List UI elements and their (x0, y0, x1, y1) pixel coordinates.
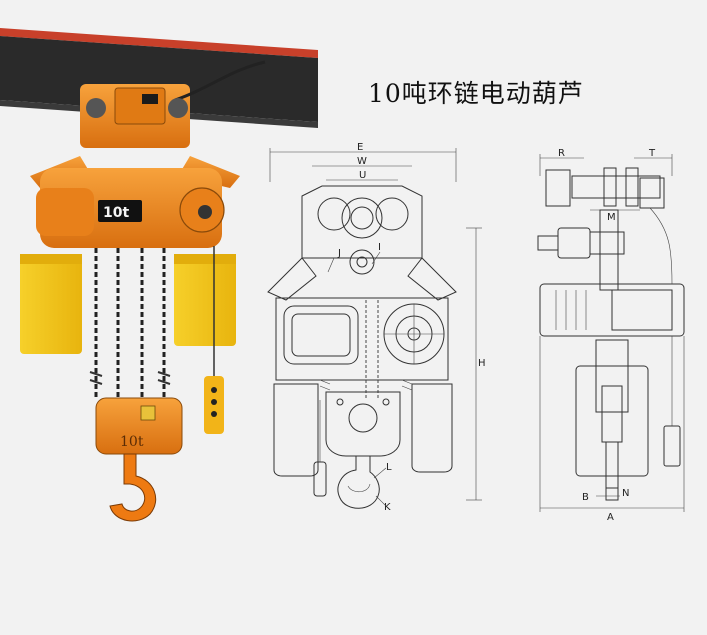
hoist-photo: 10t 10t (20, 60, 266, 522)
dim-i: I (378, 242, 381, 253)
dim-a: A (607, 512, 614, 523)
hook-block-label: 10t (120, 434, 144, 450)
dim-u: U (359, 170, 366, 181)
dim-e: E (357, 142, 363, 153)
page-title: 10吨环链电动葫芦 (368, 79, 584, 108)
side-view-drawing: R T M B (537, 148, 685, 523)
capacity-plate-label: 10t (103, 205, 129, 221)
left-chain-bag (20, 254, 82, 354)
dim-t: T (648, 148, 656, 159)
hook (109, 453, 157, 522)
dim-w: W (357, 156, 367, 167)
dim-b: B (582, 492, 589, 503)
trolley-control-box (114, 87, 166, 125)
dim-k: K (384, 502, 391, 513)
dim-l: L (386, 462, 392, 473)
capacity-plate (98, 200, 142, 222)
right-chain-bag (174, 254, 236, 346)
dim-n: N (622, 488, 629, 499)
dim-j: J (337, 248, 341, 259)
i-beam (0, 28, 318, 128)
hook-block (95, 397, 183, 455)
dim-m: M (607, 212, 616, 223)
dim-r: R (558, 148, 565, 159)
dim-h: H (478, 358, 486, 369)
front-view-drawing: E W U J I (267, 142, 486, 513)
